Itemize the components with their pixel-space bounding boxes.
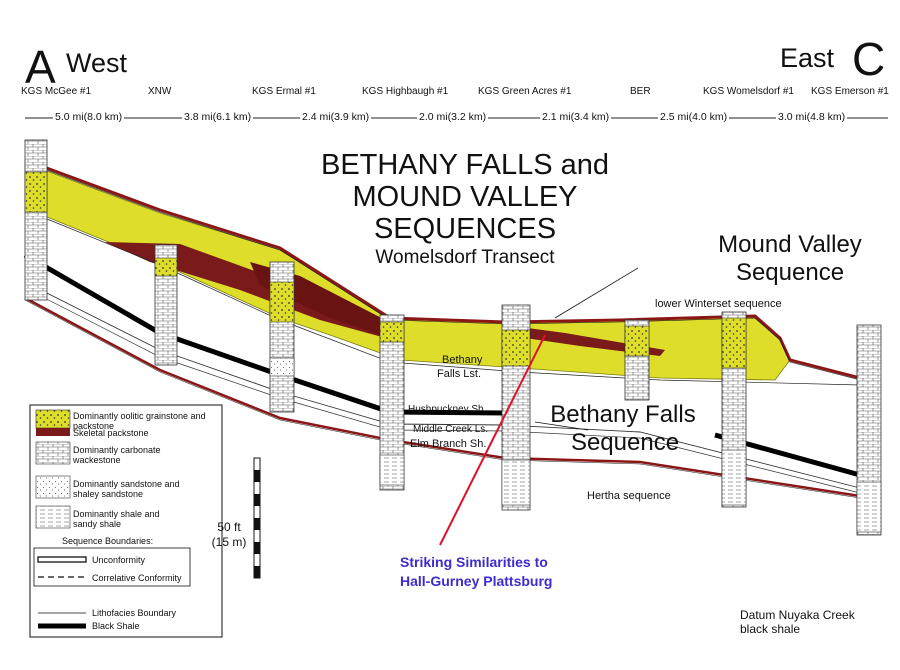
well-distance: 2.1 mi(3.4 km) — [540, 111, 612, 123]
middle-creek-label: Middle Creek Ls. — [413, 424, 489, 435]
scale-label-ft: 50 ft — [217, 520, 241, 534]
title-line-3: SEQUENCES — [373, 213, 557, 245]
well-name: KGS Highbaugh #1 — [362, 86, 449, 97]
legend-sandstone: Dominantly sandstone and shaley sandston… — [73, 479, 180, 499]
legend-boundaries-title: Sequence Boundaries: — [62, 536, 154, 546]
well-distance: 3.0 mi(4.8 km) — [776, 111, 848, 123]
legend-wackestone: Dominantly carbonate wackestone — [73, 445, 161, 465]
bethany-label: Bethany — [442, 354, 483, 366]
lower-winterset-label: lower Winterset sequence — [655, 298, 782, 310]
well-distance: 2.0 mi(3.2 km) — [417, 111, 489, 123]
well-name: KGS Emerson #1 — [811, 86, 889, 97]
well-name: KGS Womelsdorf #1 — [703, 86, 794, 97]
vertical-scale-bar — [253, 457, 261, 579]
falls-lst-label: Falls Lst. — [437, 368, 482, 380]
annotation-pointer — [439, 334, 546, 546]
well-column-womelsdorf — [721, 311, 747, 508]
legend-shale: Dominantly shale and sandy shale — [73, 509, 160, 529]
elm-branch-label: Elm Branch Sh. — [410, 438, 487, 450]
well-column-green-acres — [501, 304, 531, 511]
legend-oolitic: Dominantly oolitic grainstone and packst… — [73, 411, 206, 431]
bethany-falls-label-1: Bethany Falls — [550, 401, 696, 428]
bethany-falls-label-2: Sequence — [570, 429, 680, 456]
legend-correlative: Correlative Conformity — [92, 573, 182, 583]
well-name: BER — [630, 86, 651, 97]
mound-valley-label-2: Sequence — [735, 259, 845, 286]
section-start-letter: A — [25, 41, 56, 93]
well-column-mcgee — [24, 139, 48, 301]
well-column-xnw — [154, 244, 178, 366]
well-name: KGS McGee #1 — [21, 86, 92, 97]
legend-black-shale: Black Shale — [92, 621, 140, 631]
skeletal-wedge-west — [105, 242, 400, 342]
west-label: West — [66, 48, 128, 78]
bethany-falls-pointer — [534, 421, 589, 431]
annotation-line-1: Striking Similarities to — [400, 554, 548, 570]
scale-label-m: (15 m) — [211, 535, 247, 549]
datum-line-1: Datum Nuyaka Creek — [740, 608, 855, 622]
well-name: KGS Green Acres #1 — [478, 86, 572, 97]
title-subtitle: Womelsdorf Transect — [375, 247, 555, 268]
mound-valley-label-1: Mound Valley — [718, 231, 862, 258]
east-label: East — [780, 43, 835, 73]
title-line-1: BETHANY FALLS and — [320, 149, 609, 181]
well-distance: 5.0 mi(8.0 km) — [53, 111, 125, 123]
well-distance: 2.4 mi(3.9 km) — [300, 111, 372, 123]
title-line-2: MOUND VALLEY — [352, 181, 578, 213]
well-name: XNW — [148, 86, 172, 97]
well-distance: 2.5 mi(4.0 km) — [658, 111, 730, 123]
legend-box — [29, 404, 223, 638]
annotation-line-2: Hall-Gurney Plattsburg — [400, 573, 553, 589]
well-distance: 3.8 mi(6.1 km) — [182, 111, 254, 123]
hertha-label: Hertha sequence — [587, 490, 671, 502]
well-column-ber — [624, 319, 650, 401]
well-column-ermal — [269, 261, 295, 413]
legend-skeletal: Skeletal packstone — [73, 428, 149, 438]
top-unconformity — [24, 158, 861, 380]
mound-valley-pointer — [554, 267, 639, 319]
well-column-emerson — [856, 324, 882, 536]
datum-line-2: black shale — [740, 622, 801, 636]
hushpuckney-label: Hushpuckney Sh. — [408, 404, 487, 415]
well-name: KGS Ermal #1 — [252, 86, 316, 97]
legend-unconformity: Unconformity — [92, 555, 146, 565]
well-column-highbaugh — [379, 314, 405, 491]
section-end-letter: C — [852, 33, 886, 85]
legend-lithofacies: Lithofacies Boundary — [92, 608, 177, 618]
